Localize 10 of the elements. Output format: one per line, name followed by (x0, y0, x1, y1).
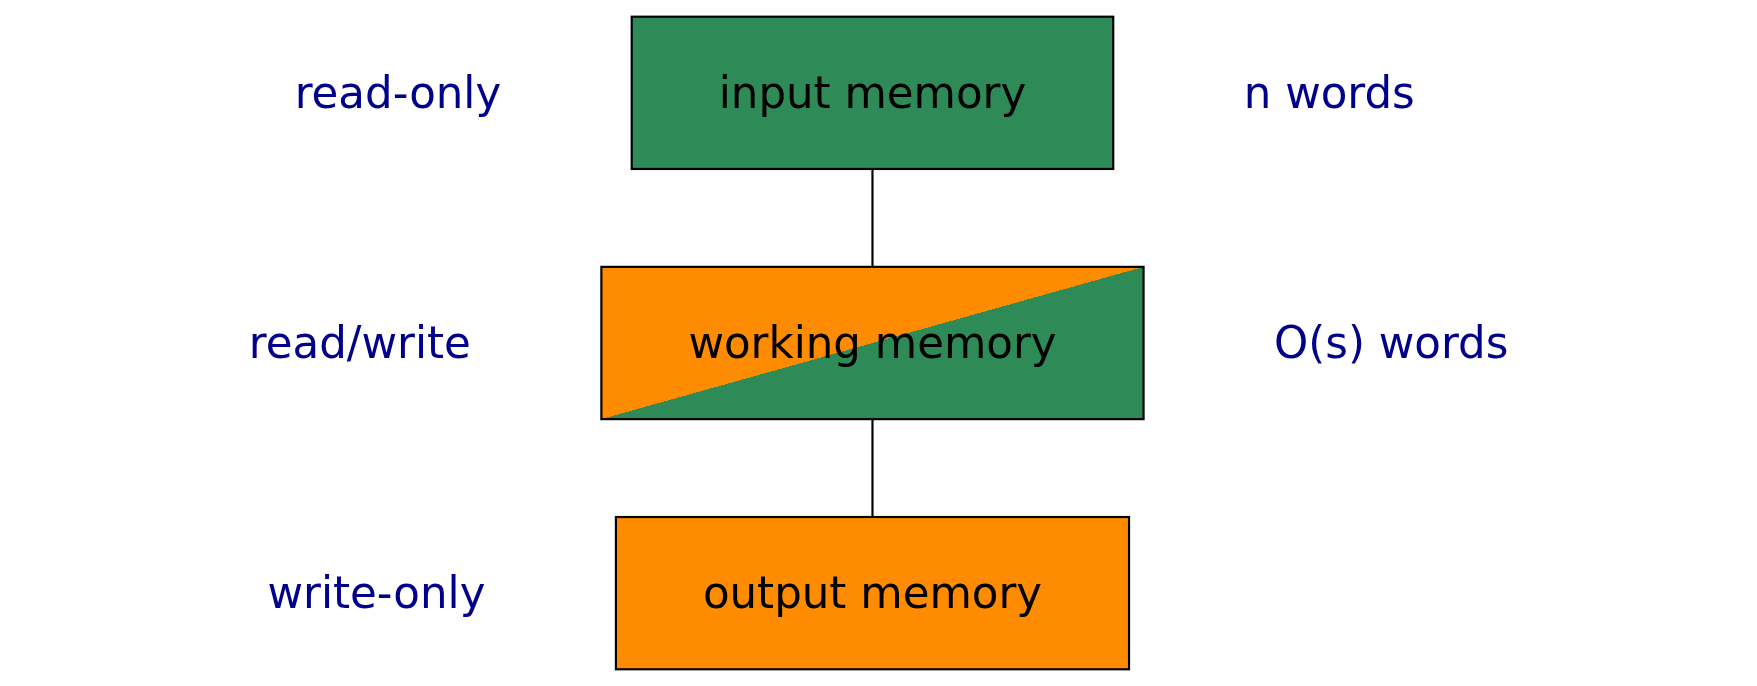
node-label: read/write (248, 317, 471, 369)
node-box: input memory (630, 15, 1115, 171)
connector (871, 419, 874, 517)
node-label: n words (1243, 67, 1415, 118)
node-box: output memory (614, 515, 1130, 671)
connector (871, 168, 874, 267)
node-box: working memory (600, 265, 1145, 421)
node-label: write-only (267, 568, 486, 619)
node-label: O(s) words (1273, 317, 1509, 369)
node-label: read-only (294, 67, 502, 118)
